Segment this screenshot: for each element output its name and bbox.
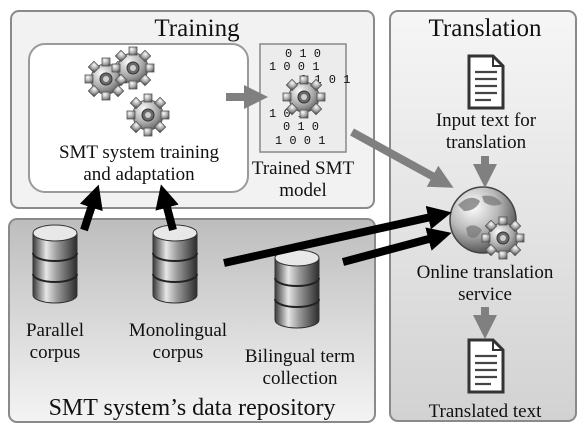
binary-digits: 0 1 0 1 0 0 1 0 1 0 1 1 0 1 0 1 0 1 0 0 … bbox=[269, 47, 350, 148]
svg-text:1 0 0 1: 1 0 0 1 bbox=[275, 134, 325, 148]
repository-title: SMT system’s data repository bbox=[48, 395, 336, 421]
database-icon bbox=[32, 224, 78, 304]
input-text-label: Input text for translation bbox=[435, 110, 537, 153]
translation-title: Translation bbox=[428, 15, 542, 42]
translated-text-label: Translated text bbox=[428, 401, 542, 422]
gear-icon bbox=[126, 93, 170, 137]
online-service-label: Online translation service bbox=[416, 262, 554, 305]
bilingual-terms-label: Bilingual term collection bbox=[244, 346, 356, 389]
svg-text:1 0 0 1: 1 0 0 1 bbox=[269, 60, 319, 74]
smt-training-label: SMT system training and adaptation bbox=[58, 142, 220, 185]
database-icon bbox=[274, 249, 320, 329]
monolingual-corpus-label: Monolingual corpus bbox=[128, 320, 228, 363]
arrows-gray bbox=[226, 85, 497, 339]
gear-icon bbox=[282, 75, 326, 119]
gear-icon bbox=[111, 46, 155, 90]
trained-model-label: Trained SMT model bbox=[251, 158, 355, 201]
svg-text:0 1 0: 0 1 0 bbox=[283, 120, 319, 134]
arrows-black bbox=[79, 184, 452, 267]
parallel-corpus-label: Parallel corpus bbox=[25, 320, 85, 363]
document-icon bbox=[467, 338, 505, 394]
training-title: Training bbox=[154, 15, 240, 42]
document-icon bbox=[467, 54, 505, 110]
database-icon bbox=[152, 224, 198, 304]
svg-text:0 1 0: 0 1 0 bbox=[285, 47, 321, 61]
